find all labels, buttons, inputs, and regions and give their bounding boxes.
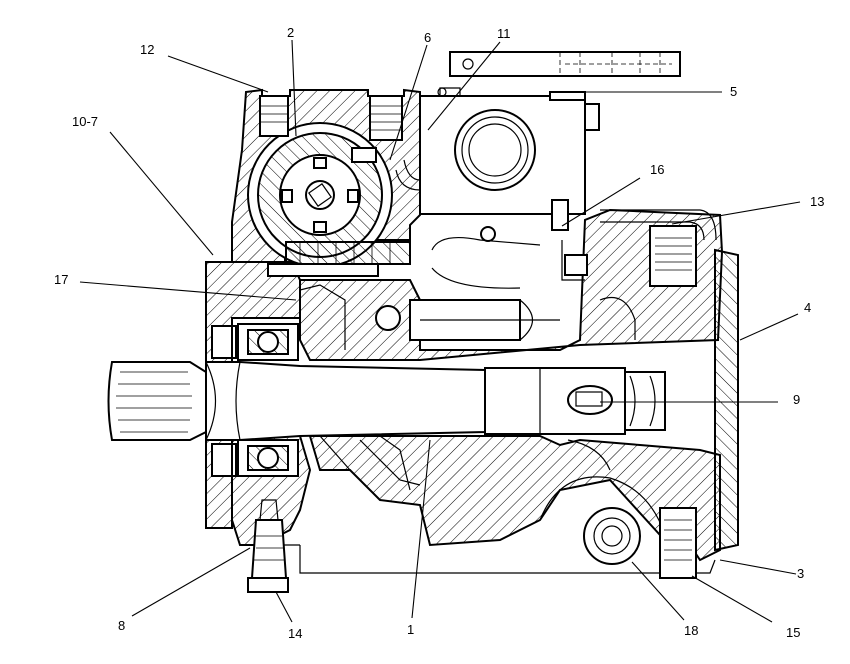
leader-lines bbox=[79, 39, 801, 623]
callout-18: 18 bbox=[684, 623, 698, 638]
callout-13: 13 bbox=[810, 194, 824, 209]
front-bearing-upper bbox=[237, 323, 299, 361]
callout-8: 8 bbox=[118, 618, 125, 633]
internal-detail-lines bbox=[231, 240, 611, 520]
callout-16: 16 bbox=[650, 162, 664, 177]
swashplate-bearing bbox=[267, 241, 411, 277]
callout-1: 1 bbox=[407, 622, 414, 637]
top-bolt-left bbox=[259, 95, 289, 137]
callout-2: 2 bbox=[287, 25, 294, 40]
top-bolt-right bbox=[369, 95, 403, 141]
callout-4: 4 bbox=[804, 300, 811, 315]
callout-10-7: 10-7 bbox=[72, 114, 98, 129]
front-bearing-lower bbox=[237, 439, 299, 477]
callout-17: 17 bbox=[54, 272, 68, 287]
bottom-right-plug bbox=[659, 507, 697, 579]
callout-15: 15 bbox=[786, 625, 800, 640]
callout-9: 9 bbox=[793, 392, 800, 407]
shaft-center-pin bbox=[567, 385, 613, 415]
check-valve-bottom bbox=[539, 476, 666, 565]
control-valve-block bbox=[419, 87, 600, 215]
solenoid-connector bbox=[449, 51, 681, 77]
callout-12: 12 bbox=[140, 42, 154, 57]
callout-6: 6 bbox=[424, 30, 431, 45]
bottom-left-drain-plug bbox=[247, 499, 289, 593]
callout-11: 11 bbox=[497, 26, 511, 41]
callout-14: 14 bbox=[288, 626, 302, 641]
callout-labels: 12 2 6 11 5 10-7 16 13 17 4 9 3 8 14 1 1… bbox=[54, 25, 824, 641]
port-plug-right bbox=[649, 225, 697, 287]
callout-5: 5 bbox=[730, 84, 737, 99]
callout-3: 3 bbox=[797, 566, 804, 581]
